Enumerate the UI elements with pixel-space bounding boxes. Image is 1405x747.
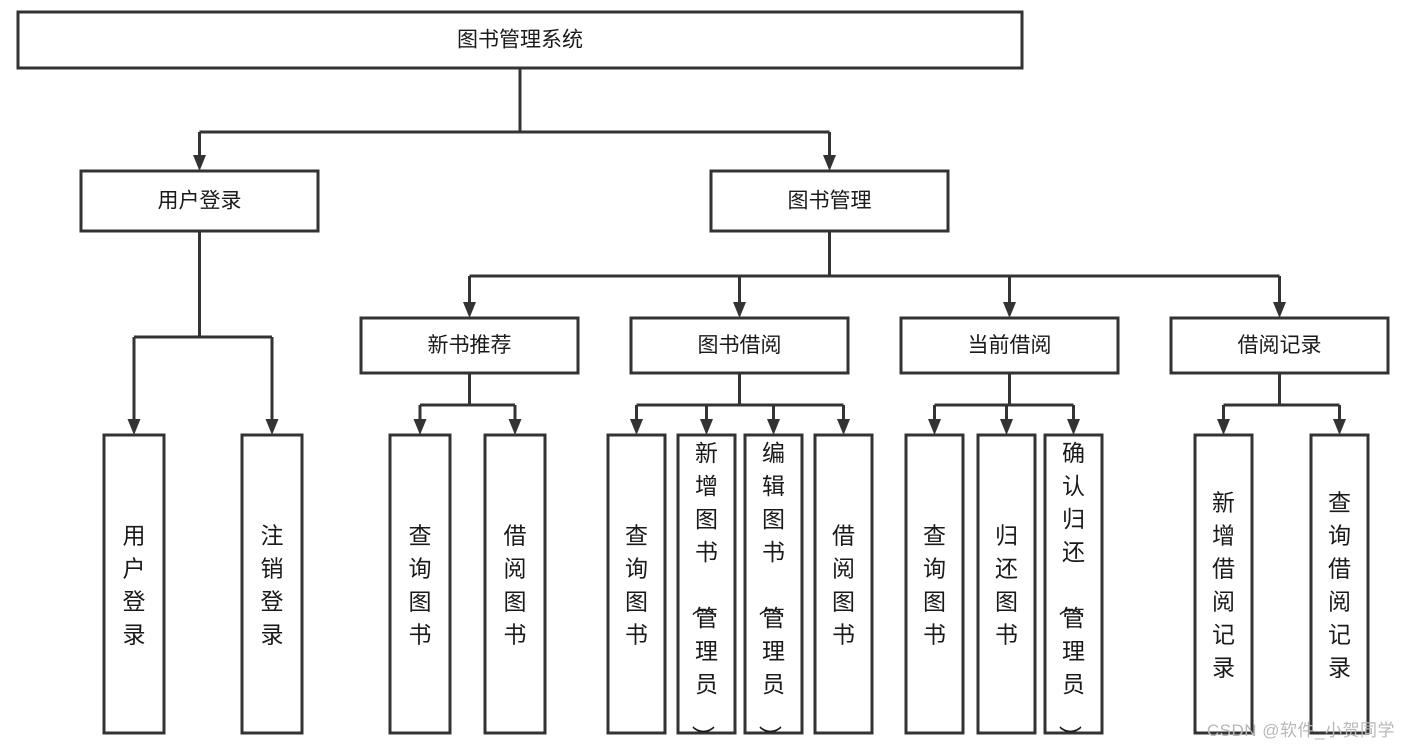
node-leaf-user-login[interactable]: 用户登录 xyxy=(102,433,166,735)
node-label: 用户登录 xyxy=(158,190,242,213)
arrow-head-icon xyxy=(1000,419,1013,435)
node-box xyxy=(899,316,1120,375)
arrow-head-icon xyxy=(823,155,836,171)
node-label: 查询借阅记录 xyxy=(1328,490,1351,681)
node-borrow-record[interactable]: 借阅记录 xyxy=(1169,316,1390,375)
node-label: 归还图书 xyxy=(995,523,1018,648)
node-box xyxy=(676,433,737,735)
node-leaf-add-book[interactable]: 新增图书（管理员） xyxy=(676,433,737,747)
node-box xyxy=(606,433,667,735)
node-box xyxy=(629,316,850,375)
connector-group-new-book-rec xyxy=(413,373,522,435)
node-user-login[interactable]: 用户登录 xyxy=(79,169,320,233)
arrow-head-icon xyxy=(413,419,427,435)
arrow-head-icon xyxy=(193,155,206,171)
node-box xyxy=(904,433,965,735)
node-box xyxy=(976,433,1037,735)
arrow-head-icon xyxy=(1067,419,1080,435)
node-box xyxy=(483,433,547,735)
node-box xyxy=(1169,316,1390,375)
node-label: 新增借阅记录 xyxy=(1212,490,1235,681)
arrow-head-icon xyxy=(265,419,279,435)
node-box xyxy=(1193,433,1254,735)
node-leaf-confirm-return[interactable]: 确认归还（管理员） xyxy=(1043,433,1104,747)
node-label: 借阅记录 xyxy=(1238,334,1322,357)
node-box xyxy=(1043,433,1104,735)
connector-group-current-borrow xyxy=(928,373,1080,435)
node-root[interactable]: 图书管理系统 xyxy=(16,10,1024,70)
node-box xyxy=(813,433,874,735)
connector-group-borrow-record xyxy=(1217,373,1346,435)
watermark-text: CSDN @软件_小贺同学 xyxy=(1206,721,1395,740)
node-box xyxy=(388,433,452,735)
node-new-book-rec[interactable]: 新书推荐 xyxy=(359,316,580,375)
node-leaf-query-book-1[interactable]: 查询图书 xyxy=(388,433,452,735)
node-current-borrow[interactable]: 当前借阅 xyxy=(899,316,1120,375)
node-label: 用户登录 xyxy=(123,523,146,648)
connector-group-book-manage xyxy=(463,231,1286,318)
node-leaf-return-book[interactable]: 归还图书 xyxy=(976,433,1037,735)
arrow-head-icon xyxy=(127,419,141,435)
connector-group-book-borrow xyxy=(630,373,850,435)
node-label: 确认归还（管理员） xyxy=(1057,440,1085,747)
node-box xyxy=(79,169,320,233)
node-label: 查询图书 xyxy=(625,523,648,648)
node-label: 图书借阅 xyxy=(698,334,782,357)
arrow-head-icon xyxy=(700,419,713,435)
node-leaf-add-record[interactable]: 新增借阅记录 xyxy=(1193,433,1254,735)
node-box xyxy=(102,433,166,735)
connector-group-root xyxy=(193,68,836,171)
node-leaf-query-record[interactable]: 查询借阅记录 xyxy=(1309,433,1370,735)
node-label: 当前借阅 xyxy=(968,334,1052,357)
node-label: 查询图书 xyxy=(409,523,432,648)
node-label: 查询图书 xyxy=(923,523,946,648)
arrow-head-icon xyxy=(630,419,643,435)
node-label: 注销登录 xyxy=(261,523,284,648)
arrow-head-icon xyxy=(1273,302,1286,318)
node-leaf-borrow-book-2[interactable]: 借阅图书 xyxy=(813,433,874,735)
arrow-head-icon xyxy=(1333,419,1346,435)
node-label: 编辑图书（管理员） xyxy=(757,440,785,747)
node-box xyxy=(709,169,950,233)
arrow-head-icon xyxy=(837,419,850,435)
arrow-head-icon xyxy=(508,419,522,435)
node-book-manage[interactable]: 图书管理 xyxy=(709,169,950,233)
node-label: 新增图书（管理员） xyxy=(690,440,718,747)
connector-group-user-login xyxy=(127,231,279,435)
node-leaf-logout[interactable]: 注销登录 xyxy=(240,433,304,735)
arrow-head-icon xyxy=(928,419,941,435)
node-book-borrow[interactable]: 图书借阅 xyxy=(629,316,850,375)
node-box xyxy=(359,316,580,375)
node-leaf-query-book-3[interactable]: 查询图书 xyxy=(904,433,965,735)
arrow-head-icon xyxy=(767,419,780,435)
arrow-head-icon xyxy=(1217,419,1230,435)
connector-layer xyxy=(127,68,1346,435)
arrow-head-icon xyxy=(733,302,746,318)
arrow-head-icon xyxy=(463,302,476,318)
node-layer: 图书管理系统用户登录图书管理新书推荐图书借阅当前借阅借阅记录用户登录注销登录查询… xyxy=(16,10,1390,747)
node-label: 借阅图书 xyxy=(504,523,527,648)
node-leaf-edit-book[interactable]: 编辑图书（管理员） xyxy=(743,433,804,747)
node-label: 图书管理 xyxy=(788,190,872,213)
node-label: 图书管理系统 xyxy=(457,29,583,52)
node-label: 借阅图书 xyxy=(832,523,855,648)
node-label: 新书推荐 xyxy=(428,334,512,357)
node-box xyxy=(240,433,304,735)
node-box xyxy=(1309,433,1370,735)
arrow-head-icon xyxy=(1003,302,1016,318)
node-leaf-query-book-2[interactable]: 查询图书 xyxy=(606,433,667,735)
node-box xyxy=(743,433,804,735)
node-box xyxy=(16,10,1024,70)
node-leaf-borrow-book-1[interactable]: 借阅图书 xyxy=(483,433,547,735)
